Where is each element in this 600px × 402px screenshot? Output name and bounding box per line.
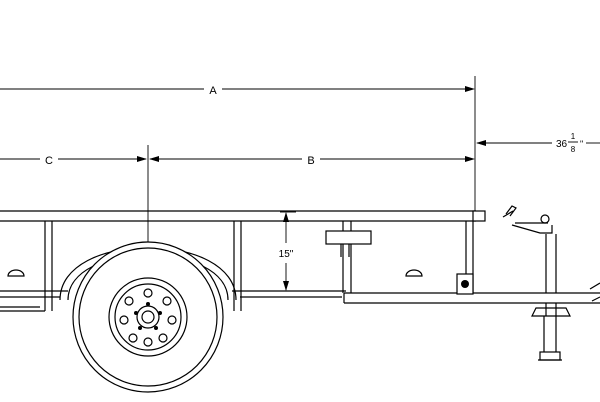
rail-height-label: 15"	[279, 249, 294, 260]
tongue-hitch	[589, 282, 600, 302]
dimension-a-label: A	[209, 85, 217, 97]
frame-lower	[0, 306, 45, 312]
tongue-frac-num: 1	[571, 132, 576, 141]
tongue-jack	[502, 205, 571, 361]
dimension-rail-height: 15"	[279, 211, 296, 291]
tongue-inch-mark: "	[580, 139, 583, 149]
tongue-whole: 36	[556, 139, 568, 150]
dimension-c-label: C	[45, 155, 53, 167]
top-rail	[0, 210, 486, 222]
stake-pockets	[7, 269, 423, 277]
dimension-b-label: B	[307, 155, 314, 167]
dimension-c: C	[0, 155, 147, 167]
dimension-a: A	[0, 85, 475, 97]
front-corner-bracket	[456, 273, 474, 295]
dimension-tongue: 36 1 8 "	[476, 132, 600, 154]
wheel	[72, 241, 224, 393]
tongue-frac-den: 8	[571, 145, 576, 154]
dimension-b: B	[149, 155, 475, 167]
tag-bracket	[325, 230, 372, 257]
